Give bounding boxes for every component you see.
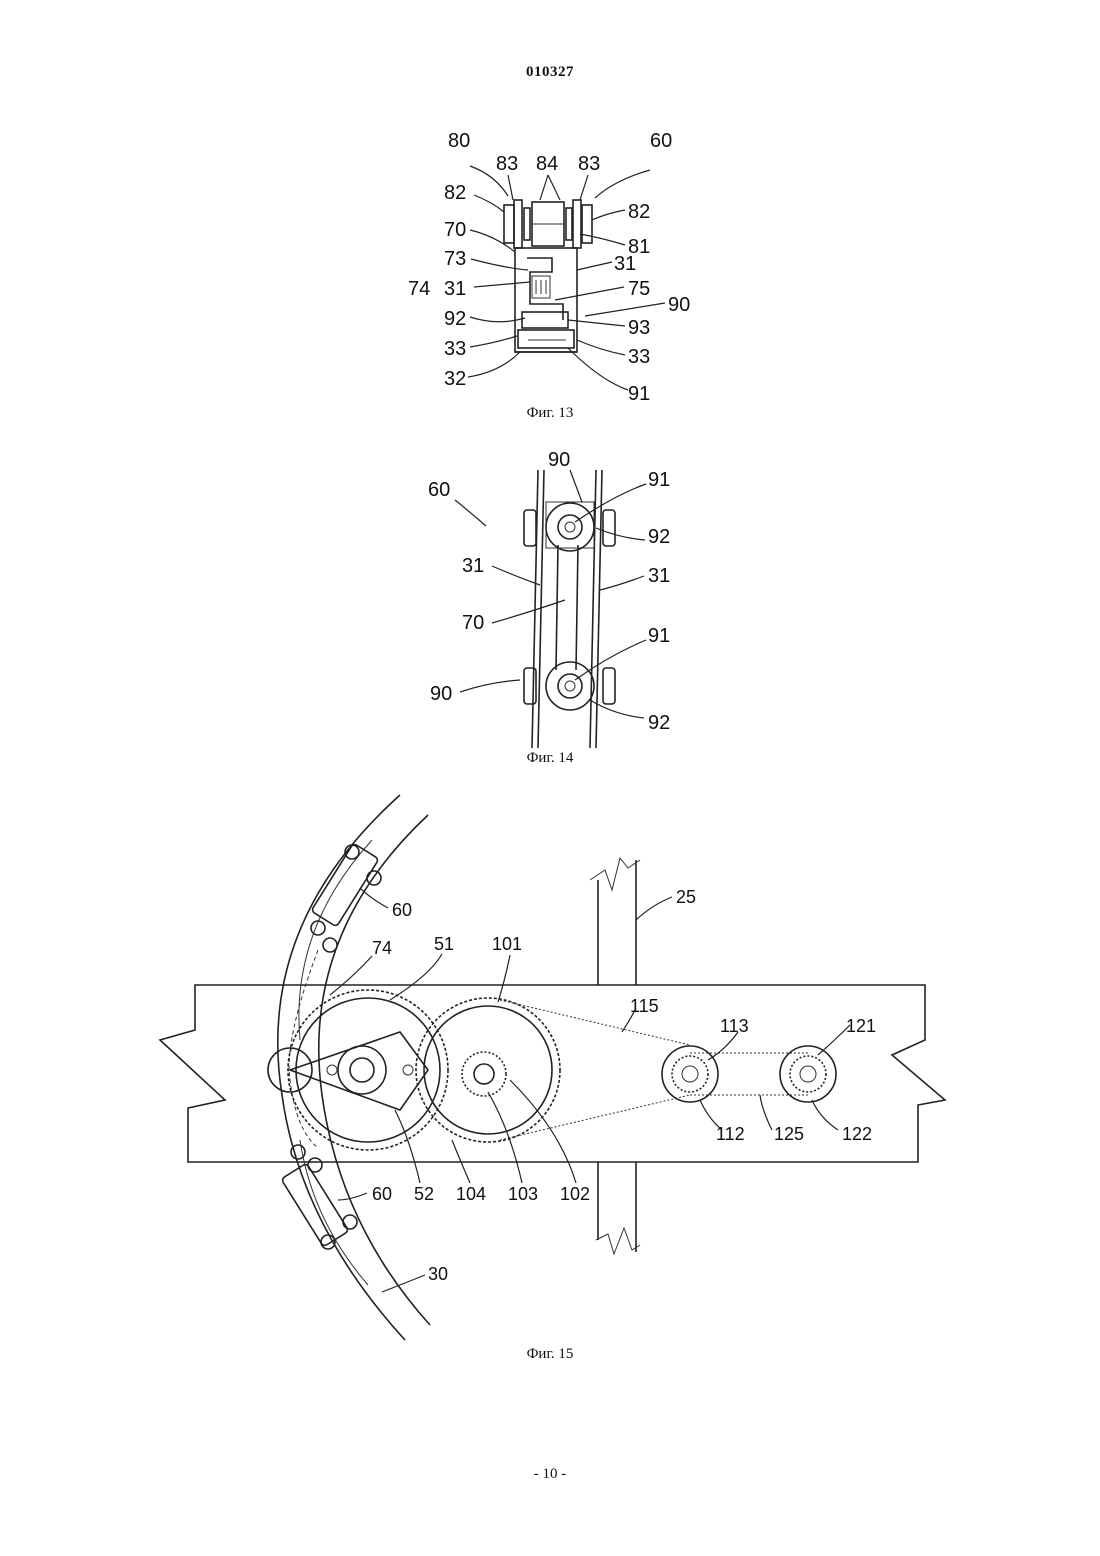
ref-82: 82 bbox=[444, 182, 466, 204]
ref-92: 92 bbox=[648, 712, 670, 734]
ref-90: 90 bbox=[548, 449, 570, 471]
ref-80: 80 bbox=[448, 130, 470, 152]
ref-121: 121 bbox=[846, 1016, 876, 1036]
fig14-caption: Фиг. 14 bbox=[0, 750, 1100, 767]
fig13-labels: 80 60 83 84 83 82 82 81 70 73 31 74 31 7… bbox=[408, 130, 690, 405]
ref-33: 33 bbox=[444, 338, 466, 360]
fig15-caption: Фиг. 15 bbox=[0, 1346, 1100, 1363]
fig15-leaders bbox=[330, 888, 850, 1292]
ref-102: 102 bbox=[560, 1184, 590, 1204]
ref-31: 31 bbox=[614, 253, 636, 275]
ref-70: 70 bbox=[444, 219, 466, 241]
ref-101: 101 bbox=[492, 934, 522, 954]
ref-31: 31 bbox=[462, 555, 484, 577]
ref-70: 70 bbox=[462, 612, 484, 634]
ref-84: 84 bbox=[536, 153, 558, 175]
ref-83: 83 bbox=[496, 153, 518, 175]
ref-83: 83 bbox=[578, 153, 600, 175]
ref-31: 31 bbox=[444, 278, 466, 300]
ref-113: 113 bbox=[720, 1016, 749, 1036]
ref-32: 32 bbox=[444, 368, 466, 390]
fig14-labels: 90 91 60 92 31 31 70 91 90 92 bbox=[428, 449, 670, 734]
ref-74: 74 bbox=[372, 938, 392, 958]
ref-60: 60 bbox=[650, 130, 672, 152]
ref-104: 104 bbox=[456, 1184, 486, 1204]
ref-51: 51 bbox=[434, 934, 454, 954]
ref-90: 90 bbox=[668, 294, 690, 316]
ref-122: 122 bbox=[842, 1124, 872, 1144]
ref-60: 60 bbox=[428, 479, 450, 501]
fig15-labels: 60 25 74 51 101 115 113 121 112 125 122 … bbox=[372, 887, 876, 1284]
ref-90: 90 bbox=[430, 683, 452, 705]
page-number: - 10 - bbox=[0, 1466, 1100, 1483]
ref-33: 33 bbox=[628, 346, 650, 368]
ref-93: 93 bbox=[628, 317, 650, 339]
fig13-drawing bbox=[504, 200, 592, 352]
ref-73: 73 bbox=[444, 248, 466, 270]
ref-60: 60 bbox=[392, 900, 412, 920]
ref-82: 82 bbox=[628, 201, 650, 223]
document-number: 010327 bbox=[0, 64, 1100, 81]
fig14-leaders bbox=[455, 470, 646, 718]
ref-103: 103 bbox=[508, 1184, 538, 1204]
ref-30: 30 bbox=[428, 1264, 448, 1284]
ref-125: 125 bbox=[774, 1124, 804, 1144]
ref-25: 25 bbox=[676, 887, 696, 907]
ref-92: 92 bbox=[648, 526, 670, 548]
ref-92: 92 bbox=[444, 308, 466, 330]
ref-60: 60 bbox=[372, 1184, 392, 1204]
figure-14: 90 91 60 92 31 31 70 91 90 92 bbox=[0, 440, 1100, 750]
ref-115: 115 bbox=[630, 996, 659, 1016]
figure-15: 60 25 74 51 101 115 113 121 112 125 122 … bbox=[0, 790, 1100, 1350]
fig13-caption: Фиг. 13 bbox=[0, 405, 1100, 422]
ref-75: 75 bbox=[628, 278, 650, 300]
fig15-drawing bbox=[160, 795, 945, 1340]
figure-13: 80 60 83 84 83 82 82 81 70 73 31 74 31 7… bbox=[0, 120, 1100, 410]
ref-31: 31 bbox=[648, 565, 670, 587]
ref-112: 112 bbox=[716, 1124, 745, 1144]
ref-74: 74 bbox=[408, 278, 430, 300]
ref-91: 91 bbox=[648, 625, 670, 647]
ref-91: 91 bbox=[648, 469, 670, 491]
ref-91: 91 bbox=[628, 383, 650, 405]
ref-52: 52 bbox=[414, 1184, 434, 1204]
